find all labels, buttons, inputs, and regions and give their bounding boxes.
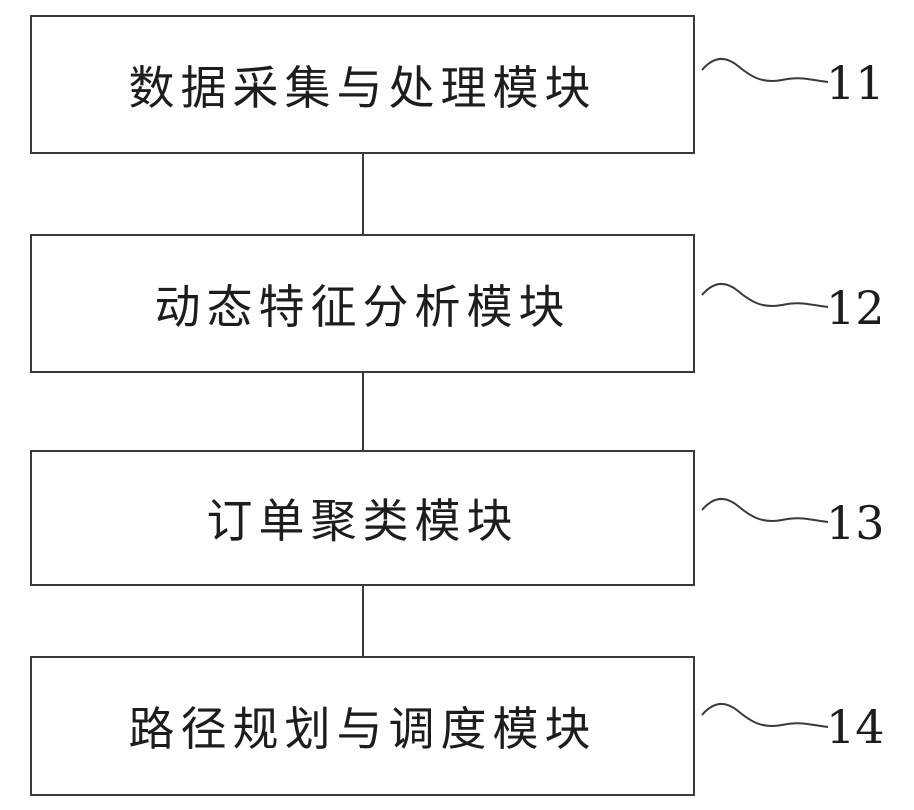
module-box-data-collection: 数据采集与处理模块 xyxy=(30,15,695,154)
module-box-order-clustering: 订单聚类模块 xyxy=(30,450,695,586)
module-box-dynamic-feature: 动态特征分析模块 xyxy=(30,234,695,373)
module-label: 动态特征分析模块 xyxy=(155,271,571,337)
connector-line xyxy=(362,586,364,656)
leader-line xyxy=(700,275,830,315)
reference-numeral: 11 xyxy=(826,60,885,106)
leader-line xyxy=(700,695,830,735)
module-label: 订单聚类模块 xyxy=(207,485,519,551)
connector-line xyxy=(362,154,364,234)
leader-line xyxy=(700,50,830,90)
reference-numeral: 12 xyxy=(826,285,885,331)
module-label: 数据采集与处理模块 xyxy=(129,52,597,118)
connector-line xyxy=(362,373,364,450)
reference-numeral: 13 xyxy=(826,500,885,546)
module-label: 路径规划与调度模块 xyxy=(129,693,597,759)
leader-line xyxy=(700,490,830,530)
module-box-route-planning: 路径规划与调度模块 xyxy=(30,656,695,796)
reference-numeral: 14 xyxy=(826,704,885,750)
